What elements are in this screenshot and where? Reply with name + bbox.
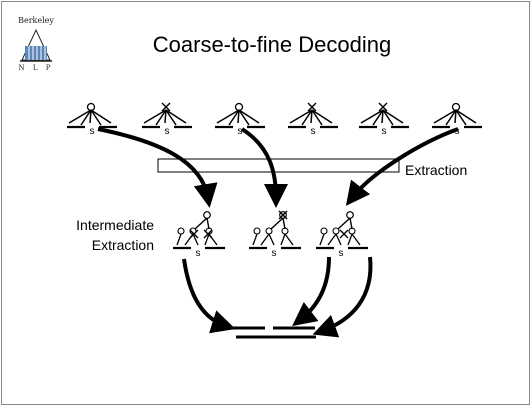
logo-name: Berkeley	[18, 16, 54, 25]
top-structure-6	[430, 102, 484, 139]
mid-structure-2	[247, 210, 303, 261]
intermediate-extraction-label: Intermediate Extraction	[64, 215, 154, 255]
berkeley-nlp-logo: Berkeley N L P	[12, 16, 60, 76]
intermediate-label-line2: Extraction	[91, 237, 154, 253]
mid-structure-1	[171, 210, 227, 261]
top-structure-4	[286, 101, 340, 139]
extraction-label: Extraction	[405, 162, 468, 178]
final-structure	[232, 326, 316, 339]
top-structure-2	[140, 101, 194, 139]
arrow-mid1-to-final	[182, 258, 236, 334]
arrow-top3-to-mid2	[240, 127, 288, 208]
arrow-mid3a-to-final	[292, 256, 331, 327]
intermediate-label-line1: Intermediate	[76, 217, 154, 233]
top-structure-5	[357, 101, 411, 139]
slide-title: Coarse-to-fine Decoding	[152, 32, 392, 57]
extraction-bar	[157, 158, 400, 173]
logo-letters: N L P	[18, 64, 54, 72]
logo-emblem-icon	[20, 28, 52, 62]
arrow-top1-to-mid1	[97, 127, 218, 208]
arrow-mid3b-to-final	[312, 256, 373, 338]
arrow-top6-to-mid3	[345, 127, 459, 206]
top-structure-3	[213, 102, 267, 139]
